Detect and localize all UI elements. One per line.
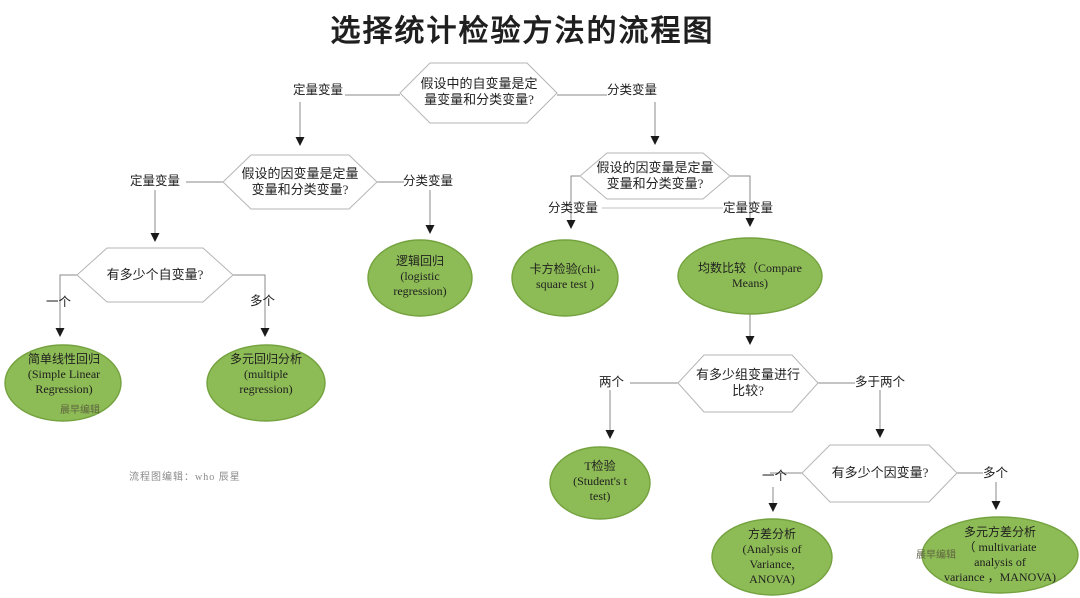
branch-label-one-iv: 一个 xyxy=(46,295,72,309)
decision-num-dv: 有多少个因变量? xyxy=(805,465,955,481)
node-text-line: 有多少个因变量? xyxy=(831,465,929,480)
node-text-line: 变量和分类变量? xyxy=(251,182,349,197)
node-text-line: 有多少个自变量? xyxy=(106,267,204,282)
node-text-line: T检验 xyxy=(584,459,616,473)
node-text-line: analysis of xyxy=(974,555,1026,569)
ellipse-compare-means xyxy=(677,237,823,315)
decision-num-iv: 有多少个自变量? xyxy=(80,267,230,283)
branch-label-categorical-depright: 分类变量 xyxy=(548,201,599,215)
node-logistic-regression: 逻辑回归 (logistic regression) xyxy=(368,254,472,299)
ellipse-manova xyxy=(921,516,1079,594)
node-text-line: regression) xyxy=(393,284,447,298)
node-text-line: 比较? xyxy=(732,383,764,398)
branch-label-many-iv: 多个 xyxy=(250,294,276,308)
node-manova: 多元方差分析 （ multivariate analysis of varian… xyxy=(922,525,1078,585)
node-text-line: 多元方差分析 xyxy=(963,525,1036,539)
branch-label-quantitative-depleft: 定量变量 xyxy=(130,174,181,188)
hexagon-dep-type-left xyxy=(222,154,378,210)
node-text-line: （ multivariate xyxy=(963,540,1037,554)
node-text-line: ANOVA) xyxy=(749,572,795,586)
hexagon-num-dv xyxy=(801,444,958,503)
node-text-line: 简单线性回归 xyxy=(27,352,100,366)
node-text-line: Means) xyxy=(732,276,768,290)
branch-label-more-than-two-groups: 多于两个 xyxy=(855,375,906,389)
ellipse-t-test xyxy=(549,446,651,520)
node-text-line: (Simple Linear xyxy=(27,367,101,381)
watermark-text: 晨早编辑 xyxy=(916,550,956,561)
node-simple-linear-regression: 简单线性回归 (Simple Linear Regression) xyxy=(7,352,121,397)
node-text-line: test) xyxy=(589,489,611,503)
watermark-text: 晨早编辑 xyxy=(60,405,100,416)
hexagon-num-iv xyxy=(76,247,234,303)
edge-depright-right xyxy=(730,175,755,227)
node-text-line: 逻辑回归 xyxy=(395,254,444,268)
node-text-line: (multiple xyxy=(244,367,288,381)
branch-label-categorical-top: 分类变量 xyxy=(607,83,658,97)
hexagon-num-groups xyxy=(677,354,819,413)
node-text-line: 方差分析 xyxy=(747,527,796,541)
decision-dep-type-right: 假设的因变量是定量 变量和分类变量? xyxy=(580,160,730,192)
decision-iv-type: 假设中的自变量是定 量变量和分类变量? xyxy=(403,76,555,108)
ellipse-multiple-regression xyxy=(206,344,326,422)
editor-caption: 流程图编辑：who 辰星 xyxy=(129,472,241,483)
node-text-line: 有多少组变量进行 xyxy=(695,367,800,382)
node-t-test: T检验 (Student's t test) xyxy=(550,459,650,504)
hexagon-iv-type xyxy=(399,62,558,124)
node-text-line: Variance, xyxy=(749,557,795,571)
node-text-line: (Student's t xyxy=(573,474,627,488)
decision-num-groups: 有多少组变量进行 比较? xyxy=(680,367,816,399)
page-title: 选择统计检验方法的流程图 xyxy=(330,15,715,48)
node-text-line: 假设的因变量是定量 xyxy=(241,166,359,181)
node-text-line: variance ，MANOVA) xyxy=(943,570,1057,584)
node-text-line: 多元回归分析 xyxy=(229,352,302,366)
node-text-line: 变量和分类变量? xyxy=(606,176,704,191)
node-text-line: square test ) xyxy=(536,277,594,291)
edge-depright-left xyxy=(566,175,580,229)
branch-label-one-dv: 一个 xyxy=(762,469,788,483)
branch-label-many-dv: 多个 xyxy=(983,466,1009,480)
ellipse-chi-square-test xyxy=(511,239,619,317)
ellipse-simple-linear-regression xyxy=(4,344,122,422)
branch-label-two-groups: 两个 xyxy=(599,375,625,389)
node-multiple-regression: 多元回归分析 (multiple regression) xyxy=(208,352,324,397)
node-text-line: (logistic xyxy=(400,269,440,283)
node-text-line: regression) xyxy=(239,382,293,396)
node-chi-square-test: 卡方检验(chi- square test ) xyxy=(512,262,618,292)
node-text-line: 假设的因变量是定量 xyxy=(596,160,714,175)
node-compare-means: 均数比较（Compare Means) xyxy=(678,261,822,291)
hexagon-dep-type-right xyxy=(579,152,731,200)
ellipse-anova xyxy=(711,518,833,596)
branch-label-categorical-depleft: 分类变量 xyxy=(403,174,454,188)
decision-dep-type-left: 假设的因变量是定量 变量和分类变量? xyxy=(225,166,375,198)
branch-label-quantitative-depright: 定量变量 xyxy=(723,201,774,215)
branch-label-quantitative-top: 定量变量 xyxy=(293,83,344,97)
node-text-line: 卡方检验(chi- xyxy=(529,262,601,276)
node-text-line: (Analysis of xyxy=(742,542,802,556)
edge-numiv-many xyxy=(233,274,270,337)
node-text-line: 假设中的自变量是定 xyxy=(420,76,538,91)
node-text-line: Regression) xyxy=(35,382,93,396)
node-text-line: 量变量和分类变量? xyxy=(424,92,534,107)
edge-numiv-one xyxy=(55,274,77,337)
node-anova: 方差分析 (Analysis of Variance, ANOVA) xyxy=(712,527,832,587)
node-text-line: 均数比较（Compare xyxy=(698,261,802,275)
ellipse-logistic-regression xyxy=(367,239,473,317)
